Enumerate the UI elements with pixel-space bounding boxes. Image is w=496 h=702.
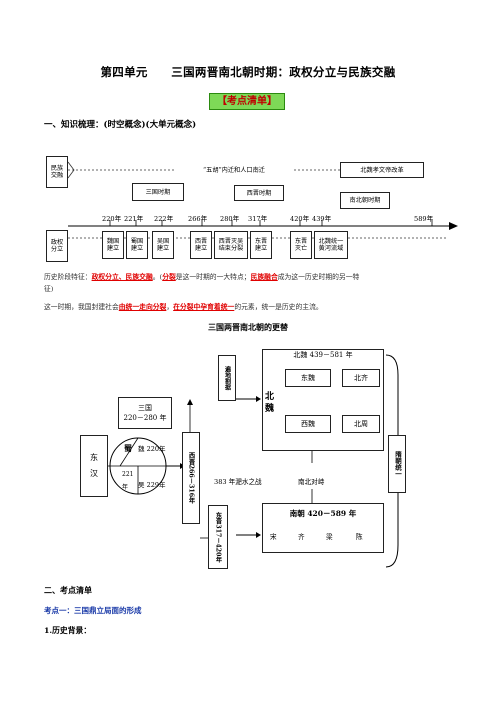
event-box: 东晋灭亡	[290, 231, 312, 259]
western-jin-box: 西晋时期	[234, 185, 284, 201]
zhaoye-box: 遍地割据	[218, 355, 236, 401]
year-label: 280年	[220, 215, 240, 223]
nanchao-qi: 齐	[298, 533, 305, 541]
shu-label: 蜀	[124, 443, 132, 453]
year-label: 317年	[248, 215, 268, 223]
event-box: 西晋建立	[190, 231, 212, 259]
xijin-box: 西晋266－316年	[182, 432, 200, 524]
event-box: 魏国建立	[102, 231, 124, 259]
timeline-diagram: 民族交融 “五胡”内迁和人口南迁 北魏孝文帝改革 三国时期 西晋时期 南北朝时期…	[44, 140, 464, 270]
feishui-label: 383 年淝水之战	[214, 478, 262, 486]
three-kingdoms-box: 三国时期	[132, 183, 184, 201]
beizhou-box: 北周	[342, 415, 380, 433]
nanchao-song: 宋	[270, 533, 277, 541]
donghan-box: 东汉	[80, 435, 108, 497]
section-heading-1: 一、知识梳理：(时空概念)(大单元概念)	[44, 120, 197, 130]
year-label: 439年	[312, 215, 332, 223]
dongwei-box: 东魏	[285, 369, 331, 387]
nanchao-chen: 陈	[356, 533, 363, 541]
section-heading-2: 二、考点清单	[44, 585, 92, 595]
mainstream-paragraph: 这一时期，我国封建社会由统一走向分裂，在分裂中孕育着统一的元素，统一是历史的主流…	[44, 303, 323, 311]
section-badge: 【考点清单】	[209, 93, 285, 110]
sui-box: 隋朝统一	[388, 435, 406, 493]
row-label-division: 政权分立	[46, 230, 68, 262]
event-box: 东晋建立	[250, 231, 272, 259]
southern-northern-box: 南北朝时期	[340, 192, 390, 209]
year-label: 222年	[154, 215, 174, 223]
year-label: 220年	[102, 215, 122, 223]
shu-year-label: 221	[122, 471, 134, 478]
reform-box: 北魏孝文帝改革	[340, 162, 424, 178]
beiqi-box: 北齐	[342, 369, 380, 387]
background-heading: 1.历史背景：	[44, 626, 92, 635]
xiwei-box: 西魏	[285, 415, 331, 433]
year-label: 266年	[188, 215, 208, 223]
nanchao-box: 南朝 420－589 年	[262, 503, 384, 553]
event-box: 西晋灭吴结束分裂	[214, 231, 248, 259]
row-label-fusion: 民族交融	[46, 156, 68, 188]
year-label: 420年	[290, 215, 310, 223]
migration-label: “五胡”内迁和人口南迁	[202, 166, 265, 174]
event-box: 蜀国建立	[126, 231, 148, 259]
event-box: 吴国建立	[152, 231, 174, 259]
dongjin-box: 东晋317－420年	[208, 505, 228, 569]
stage-feature-paragraph: 历史阶段特征：政权分立、民族交融。(分裂是这一时期的一大特点；民族融合成为这一历…	[44, 273, 360, 293]
nanchao-liang: 梁	[326, 533, 333, 541]
beiwei-box: 北魏 439－581 年	[262, 349, 384, 451]
wei-label: 魏 220年	[138, 445, 166, 453]
wu-label: 吴 229年	[138, 481, 166, 489]
page-title: 第四单元 三国两晋南北朝时期：政权分立与民族交融	[100, 65, 396, 79]
shu-year-unit: 年	[122, 484, 129, 491]
year-label: 589年	[414, 215, 434, 223]
diagram-title: 三国两晋南北朝的更替	[208, 322, 288, 332]
kaodian-heading: 考点一：三国鼎立局面的形成	[44, 606, 142, 615]
event-box: 北魏统一黄河流域	[314, 231, 348, 259]
beiwei-label: 北魏	[265, 392, 275, 414]
nanbei-label: 南北对峙	[298, 478, 325, 486]
year-label: 221年	[124, 215, 144, 223]
